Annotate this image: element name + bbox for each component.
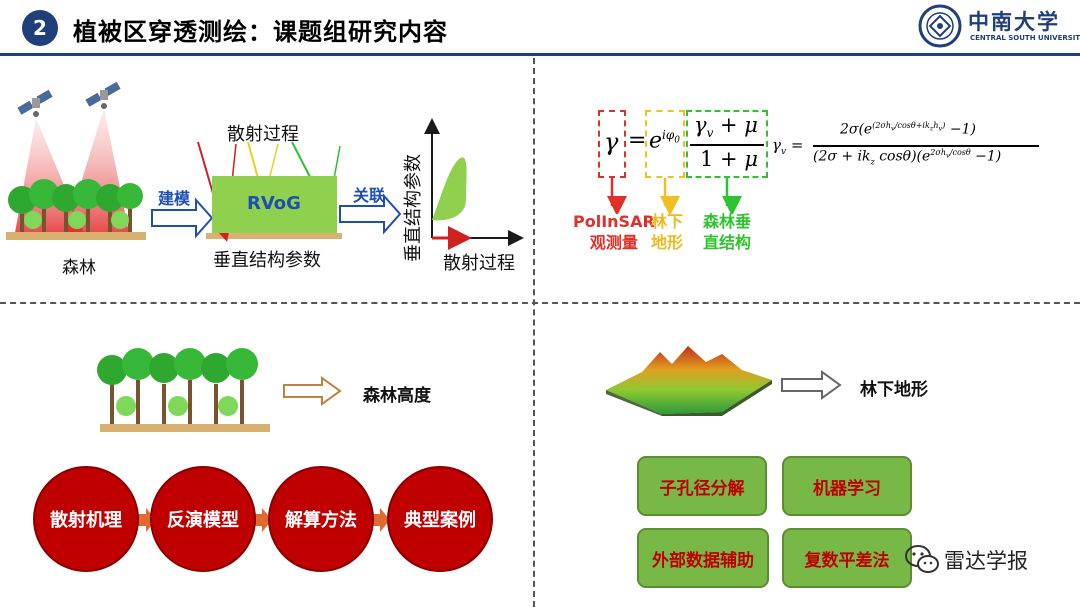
forest-illustration [6, 179, 146, 240]
wechat-icon [905, 545, 939, 573]
header-rule [0, 53, 1080, 56]
chart-x-axis-label: 散射过程 [443, 253, 515, 274]
watermark: 雷达学报 [904, 540, 1074, 580]
under-forest-terrain-caption: 林下 地形 [651, 211, 683, 253]
forest-vertical-structure-caption: 森林垂 直结构 [703, 211, 751, 253]
method-external-data-assist: 外部数据辅助 [637, 528, 769, 588]
logo-chinese-name: 中南大学 [968, 9, 1060, 34]
caption-line: 观测量 [589, 233, 638, 252]
university-logo: 中南大学 CENTRAL SOUTH UNIVERSITY [918, 4, 1080, 50]
vertical-structure-label: 垂直结构参数 [213, 250, 321, 271]
caption-line: PolInSAR [573, 212, 655, 231]
step-arrows [138, 508, 390, 532]
method-subaperture-decomposition: 子孔径分解 [637, 456, 767, 516]
watermark-text: 雷达学报 [944, 549, 1028, 573]
gamma-highlight-box [598, 110, 626, 178]
volume-highlight-box [686, 110, 768, 178]
caption-line: 林下 [651, 212, 684, 231]
arrow-right-icon [283, 376, 342, 406]
step-typical-case: 典型案例 [387, 466, 493, 572]
step-inversion-model: 反演模型 [150, 466, 256, 572]
forest-row-illustration [97, 348, 270, 432]
scattering-process-label: 散射过程 [227, 124, 299, 145]
under-forest-terrain-label: 林下地形 [860, 380, 928, 400]
phase-highlight-box [645, 110, 685, 178]
page-title: 植被区穿透测绘：课题组研究内容 [73, 18, 448, 46]
rvog-label: RVoG [247, 193, 301, 214]
logo-english-name: CENTRAL SOUTH UNIVERSITY [970, 34, 1080, 42]
association-label: 关联 [353, 186, 386, 205]
forest-label: 森林 [62, 258, 96, 278]
satellite-icon [85, 81, 121, 109]
section-number-badge: 2 [22, 10, 58, 46]
formula-caption-arrows [607, 178, 742, 214]
caption-line: 森林垂 [703, 212, 752, 231]
arrow-right-icon [781, 370, 842, 400]
horizontal-divider [0, 302, 1080, 304]
step-scattering-mechanism: 散射机理 [33, 466, 139, 572]
method-machine-learning: 机器学习 [782, 456, 912, 516]
caption-line: 地形 [651, 233, 684, 252]
chart-y-axis-label: 垂直结构参数 [403, 154, 424, 262]
vertical-divider [533, 58, 535, 607]
header: 2 植被区穿透测绘：课题组研究内容 中南大学 CENTRAL SOUTH UNI… [0, 0, 1080, 60]
step-solution-method: 解算方法 [268, 466, 374, 572]
forest-height-label: 森林高度 [363, 386, 431, 406]
modeling-label: 建模 [158, 189, 191, 208]
polinsar-observation-caption: PolInSAR 观测量 [573, 211, 655, 253]
method-complex-adjustment: 复数平差法 [782, 528, 912, 588]
university-seal-icon [918, 4, 962, 48]
satellite-icon [17, 89, 53, 117]
terrain-dem-illustration [606, 346, 772, 416]
rvog-model-box [212, 176, 337, 233]
caption-line: 直结构 [703, 233, 752, 252]
